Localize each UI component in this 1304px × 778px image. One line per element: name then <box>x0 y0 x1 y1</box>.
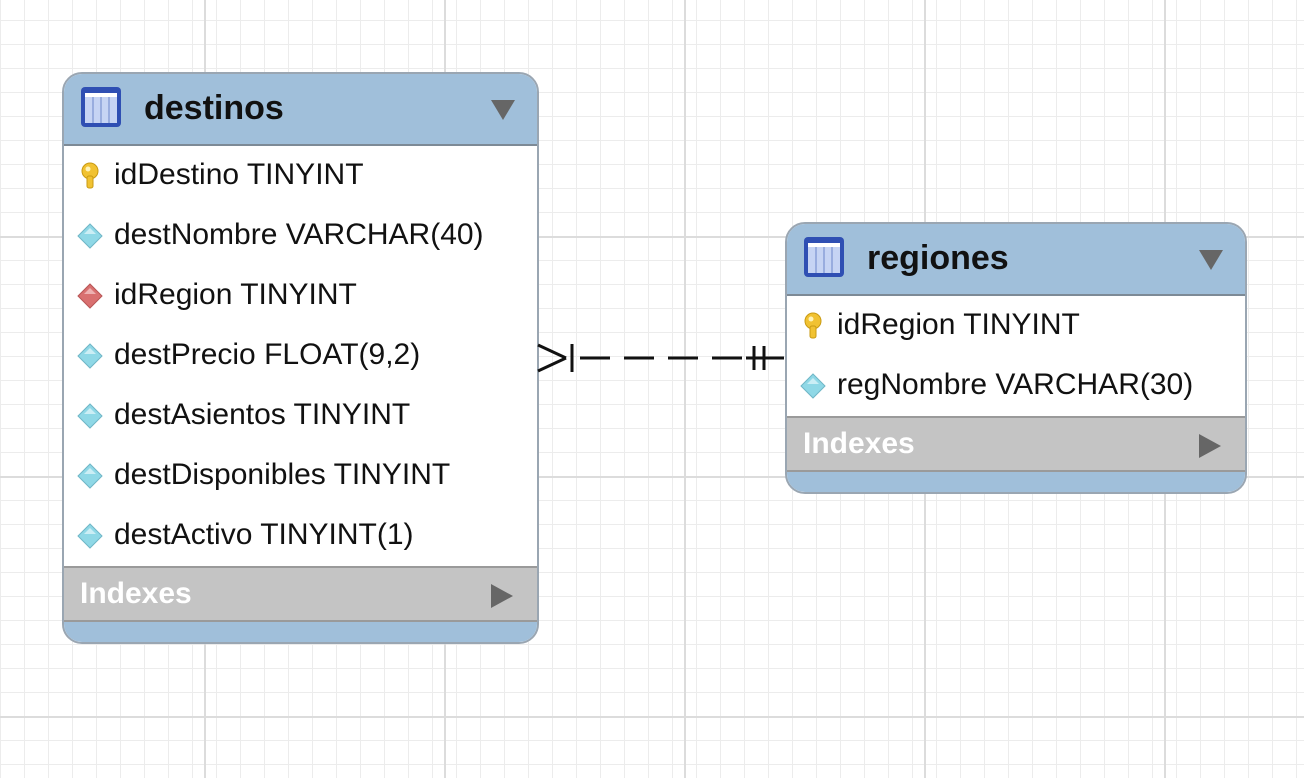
column-list: idDestino TINYINT destNombre VARCHAR(40)… <box>64 146 537 566</box>
entity-destinos[interactable]: destinos idDestino TINYINT destNombre VA… <box>62 72 539 644</box>
column-diamond-icon <box>77 223 103 249</box>
crows-foot-upper <box>537 343 567 360</box>
column-row[interactable]: idRegion TINYINT <box>64 266 537 326</box>
entity-footer <box>787 472 1245 492</box>
table-icon <box>81 87 121 127</box>
crows-foot-lower <box>537 356 567 373</box>
primary-key-icon <box>81 162 99 189</box>
column-list: idRegion TINYINT regNombre VARCHAR(30) <box>787 296 1245 416</box>
column-row[interactable]: idRegion TINYINT <box>787 296 1245 356</box>
expand-arrow-icon[interactable] <box>489 582 515 610</box>
entity-header[interactable]: destinos <box>64 74 537 146</box>
column-name: destActivo TINYINT(1) <box>114 518 414 551</box>
entity-regiones[interactable]: regiones idRegion TINYINT regNombre VARC… <box>785 222 1247 494</box>
column-name: destPrecio FLOAT(9,2) <box>114 338 421 371</box>
table-icon <box>804 237 844 277</box>
column-diamond-icon <box>77 343 103 369</box>
column-name: idRegion TINYINT <box>114 278 357 311</box>
entity-header[interactable]: regiones <box>787 224 1245 296</box>
foreign-key-diamond-icon <box>77 283 103 309</box>
entity-title: destinos <box>144 89 284 127</box>
column-name: regNombre VARCHAR(30) <box>837 368 1194 401</box>
column-name: destAsientos TINYINT <box>114 398 411 431</box>
column-name: destNombre VARCHAR(40) <box>114 218 484 251</box>
indexes-label: Indexes <box>803 427 915 460</box>
relationship-line[interactable] <box>536 336 788 380</box>
column-name: idDestino TINYINT <box>114 158 364 191</box>
column-row[interactable]: destPrecio FLOAT(9,2) <box>64 326 537 386</box>
column-row[interactable]: destDisponibles TINYINT <box>64 446 537 506</box>
collapse-arrow-icon[interactable] <box>489 98 517 122</box>
collapse-arrow-icon[interactable] <box>1197 248 1225 272</box>
column-name: idRegion TINYINT <box>837 308 1080 341</box>
column-name: destDisponibles TINYINT <box>114 458 451 491</box>
entity-title: regiones <box>867 239 1009 277</box>
column-row[interactable]: regNombre VARCHAR(30) <box>787 356 1245 416</box>
column-row[interactable]: destActivo TINYINT(1) <box>64 506 537 566</box>
expand-arrow-icon[interactable] <box>1197 432 1223 460</box>
column-row[interactable]: idDestino TINYINT <box>64 146 537 206</box>
indexes-label: Indexes <box>80 577 192 610</box>
indexes-section[interactable]: Indexes <box>64 566 537 622</box>
entity-footer <box>64 622 537 642</box>
column-row[interactable]: destNombre VARCHAR(40) <box>64 206 537 266</box>
column-diamond-icon <box>77 523 103 549</box>
indexes-section[interactable]: Indexes <box>787 416 1245 472</box>
column-diamond-icon <box>77 403 103 429</box>
column-diamond-icon <box>77 463 103 489</box>
primary-key-icon <box>804 312 822 339</box>
column-row[interactable]: destAsientos TINYINT <box>64 386 537 446</box>
column-diamond-icon <box>800 373 826 399</box>
